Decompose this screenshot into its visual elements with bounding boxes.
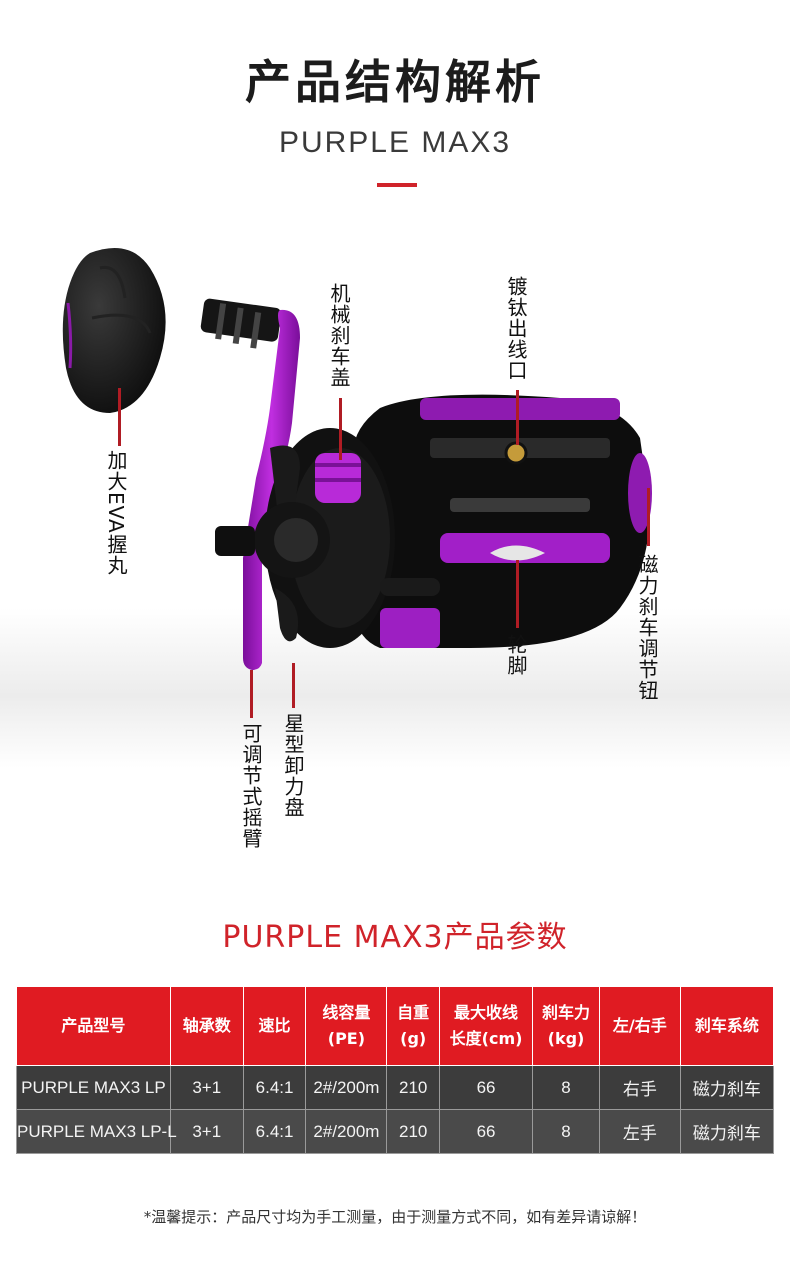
reel-diagram: 加大EVA握丸 机械刹车盖 镀钛出线口 磁力刹车调节钮 轮脚 可调节式摇臂 星型… (0, 208, 790, 868)
cell-gear-ratio: 6.4:1 (242, 1065, 307, 1110)
pointer-reel-foot (516, 560, 519, 628)
label-star-drag: 星型卸力盘 (281, 713, 305, 818)
star-drag-icon (254, 445, 330, 642)
eva-knob-icon (62, 248, 282, 413)
title-divider (377, 183, 417, 187)
col-model: 产品型号 (16, 986, 171, 1066)
cell-retrieve: 66 (438, 1109, 534, 1154)
label-reel-foot: 轮脚 (504, 634, 528, 676)
col-gear-ratio: 速比 (242, 986, 307, 1066)
cell-line-capacity: 2#/200m (305, 1109, 388, 1154)
label-line-guide: 镀钛出线口 (504, 276, 528, 381)
col-weight: 自重(g) (386, 986, 440, 1066)
cell-bearings: 3+1 (169, 1065, 244, 1110)
label-mech-brake-cap: 机械刹车盖 (327, 283, 351, 388)
cell-line-capacity: 2#/200m (305, 1065, 388, 1110)
spec-header-row: 产品型号 轴承数 速比 线容量(PE) 自重(g) 最大收线长度(cm) 刹车力… (16, 986, 775, 1066)
cell-brake-system: 磁力刹车 (679, 1109, 775, 1154)
spec-table: 产品型号 轴承数 速比 线容量(PE) 自重(g) 最大收线长度(cm) 刹车力… (16, 986, 775, 1154)
pointer-adjustable-arm (250, 670, 253, 718)
pointer-magnetic-brake (647, 488, 650, 546)
col-retrieve: 最大收线长度(cm) (438, 986, 534, 1066)
cell-bearings: 3+1 (169, 1109, 244, 1154)
table-row: PURPLE MAX3 LP-L 3+1 6.4:1 2#/200m 210 6… (16, 1109, 775, 1154)
pointer-mech-brake-cap (339, 398, 342, 460)
cell-drag: 8 (532, 1109, 600, 1154)
handle-arm-icon (243, 309, 300, 670)
cell-drag: 8 (532, 1065, 600, 1110)
label-adjustable-arm: 可调节式摇臂 (239, 723, 263, 849)
params-title: PURPLE MAX3产品参数 (222, 920, 568, 955)
col-line-capacity: 线容量(PE) (305, 986, 388, 1066)
reel-foot-icon (490, 545, 545, 561)
pointer-star-drag (292, 663, 295, 708)
line-guide-icon (504, 441, 528, 465)
table-row: PURPLE MAX3 LP 3+1 6.4:1 2#/200m 210 66 … (16, 1065, 775, 1110)
pointer-eva-knob (118, 388, 121, 446)
label-eva-knob: 加大EVA握丸 (104, 450, 128, 576)
cell-retrieve: 66 (438, 1065, 534, 1110)
magnetic-knob-icon (628, 453, 652, 533)
cell-weight: 210 (386, 1065, 440, 1110)
reel-illustration (0, 248, 790, 768)
pointer-line-guide (516, 390, 519, 445)
label-magnetic-brake: 磁力刹车调节钮 (635, 554, 659, 701)
cell-hand: 左手 (598, 1109, 681, 1154)
col-bearings: 轴承数 (169, 986, 244, 1066)
cell-gear-ratio: 6.4:1 (242, 1109, 307, 1154)
cell-model: PURPLE MAX3 LP (16, 1065, 171, 1110)
cell-hand: 右手 (598, 1065, 681, 1110)
page-title: 产品结构解析 (245, 55, 545, 109)
cell-model: PURPLE MAX3 LP-L (16, 1109, 177, 1154)
cell-weight: 210 (386, 1109, 440, 1154)
col-hand: 左/右手 (598, 986, 681, 1066)
col-drag: 刹车力(kg) (532, 986, 600, 1066)
cell-brake-system: 磁力刹车 (679, 1065, 775, 1110)
product-name: PURPLE MAX3 (278, 126, 512, 159)
footnote: *温馨提示：产品尺寸均为手工测量，由于测量方式不同，如有差异请谅解！ (143, 1208, 647, 1226)
col-brake-system: 刹车系统 (679, 986, 775, 1066)
